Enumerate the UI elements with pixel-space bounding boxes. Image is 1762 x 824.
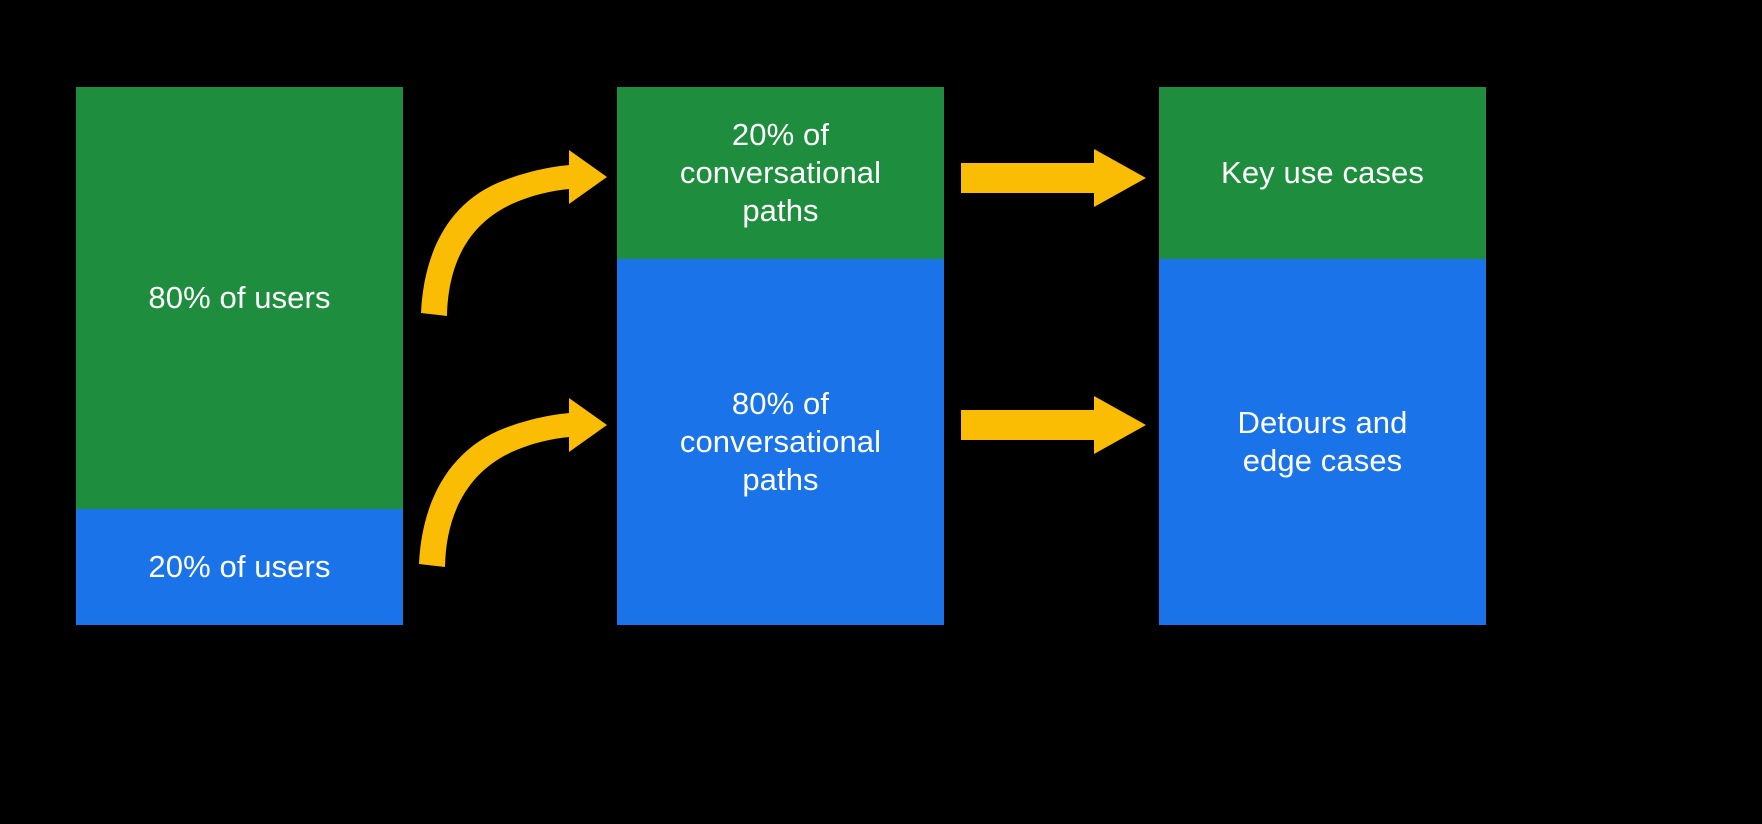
segment-label: Detours and edge cases xyxy=(1237,405,1408,478)
segment-label: 80% of users xyxy=(148,280,331,316)
column-conversational-paths: 20% of conversational paths 80% of conve… xyxy=(617,87,944,625)
segment-label: 20% of users xyxy=(148,549,331,585)
straight-arrow-paths-to-outcomes-top xyxy=(961,149,1146,207)
segment-label: 80% of conversational paths xyxy=(679,386,882,497)
segment-paths-80: 80% of conversational paths xyxy=(617,259,944,625)
segment-label: Key use cases xyxy=(1221,155,1424,191)
segment-key-use-cases: Key use cases xyxy=(1159,87,1486,259)
column-outcomes: Key use cases Detours and edge cases xyxy=(1159,87,1486,625)
straight-arrow-paths-to-outcomes-bottom xyxy=(961,396,1146,454)
segment-users-20: 20% of users xyxy=(76,509,403,625)
column-users: 80% of users 20% of users xyxy=(76,87,403,625)
curved-arrow-users-to-paths-top xyxy=(421,150,607,316)
segment-paths-20: 20% of conversational paths xyxy=(617,87,944,259)
segment-detours-edge-cases: Detours and edge cases xyxy=(1159,259,1486,625)
segment-users-80: 80% of users xyxy=(76,87,403,509)
segment-label: 20% of conversational paths xyxy=(679,117,882,228)
curved-arrow-users-to-paths-bottom xyxy=(419,398,607,567)
